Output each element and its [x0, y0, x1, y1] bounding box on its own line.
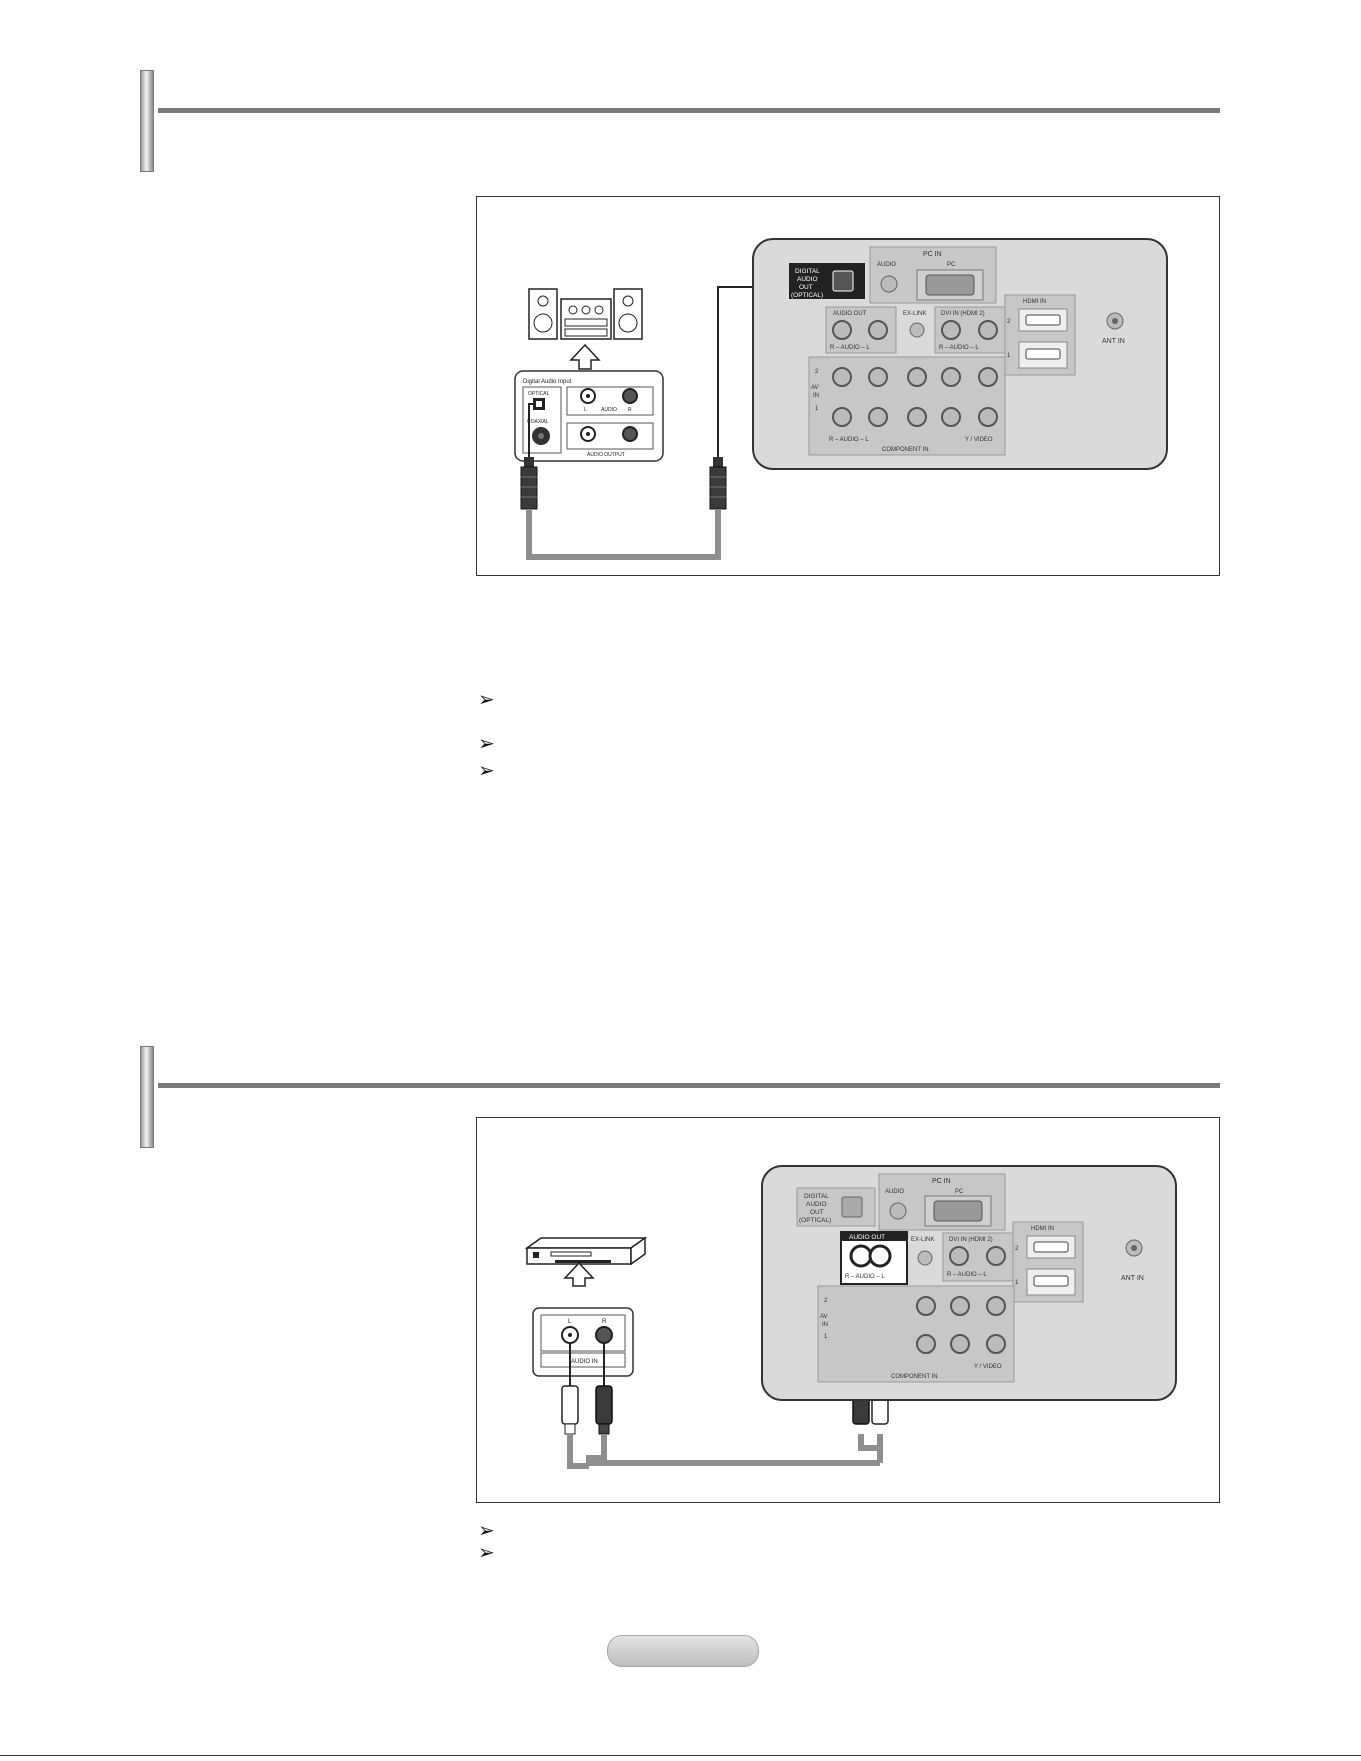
hdmi-1-label: 1 — [1007, 353, 1011, 359]
ex-link-label: EX-LINK — [911, 1237, 934, 1243]
figure-digital-audio-connection: Digital Audio Input OPTICAL COAXIAL L AU… — [476, 196, 1220, 576]
note-arrow-icon: ➢ — [478, 731, 495, 755]
audio-out-label: AUDIO OUT — [849, 1234, 885, 1241]
av-2-label: 2 — [815, 369, 819, 375]
coaxial-label: COAXIAL — [527, 419, 549, 425]
audio-out-lr-label: R – AUDIO – L — [830, 345, 870, 351]
audio-output-label: AUDIO OUTPUT — [587, 452, 625, 458]
amp-l-label: L — [568, 1319, 572, 1325]
amplifier-back-panel: L R AUDIO IN — [532, 1307, 634, 1377]
hdmi-1-label: 1 — [1015, 1280, 1019, 1286]
digital-label: DIGITAL — [795, 268, 820, 275]
digital-audio-input-label: Digital Audio Input — [523, 379, 572, 385]
receiver-audio-label: AUDIO — [601, 407, 617, 413]
note-arrow-icon: ➢ — [478, 758, 495, 782]
in-label: IN — [822, 1322, 828, 1328]
receiver-l-label: L — [584, 407, 587, 413]
hdmi-2-port — [1025, 314, 1061, 326]
out-label: OUT — [799, 284, 813, 291]
dvi-audio-lr-label: R – AUDIO – L — [939, 345, 979, 351]
hdmi-2-port — [1033, 1241, 1069, 1253]
note-arrow-icon: ➢ — [478, 1540, 495, 1564]
receiver-back-panel: Digital Audio Input OPTICAL COAXIAL L AU… — [514, 370, 664, 462]
amp-r-label: R — [602, 1319, 607, 1325]
digital-label: DIGITAL — [804, 1193, 829, 1200]
note-arrow-icon: ➢ — [478, 1518, 495, 1542]
page-number-pill — [607, 1635, 759, 1667]
hdmi-2-label: 2 — [1007, 319, 1011, 325]
ex-link-label: EX-LINK — [903, 311, 926, 317]
tv-back-panel: PC IN AUDIO PC DIGITAL AUDIO OUT (OPTICA… — [761, 1165, 1177, 1401]
pc-in-label: PC IN — [932, 1178, 951, 1185]
av-1-label: 1 — [824, 1334, 828, 1340]
pc-audio-label: AUDIO — [885, 1189, 904, 1195]
ant-in-label: ANT IN — [1121, 1275, 1144, 1282]
dvi-in-label: DVI IN (HDMI 2) — [949, 1237, 993, 1243]
up-arrow-icon — [569, 343, 601, 370]
component-in-label: COMPONENT IN — [891, 1374, 938, 1380]
component-in-label: COMPONENT IN — [882, 447, 929, 453]
note-arrow-icon: ➢ — [478, 687, 495, 711]
up-arrow-icon — [563, 1261, 595, 1287]
pc-label: PC — [947, 262, 956, 268]
hdmi-in-label: HDMI IN — [1023, 299, 1046, 305]
receiver-r-label: R — [628, 407, 632, 413]
vga-port — [925, 274, 975, 296]
amplifier-icon — [524, 1236, 648, 1266]
av-1-label: 1 — [815, 406, 819, 412]
amplifier-diagram: L R AUDIO IN — [524, 1165, 1177, 1469]
vga-port — [933, 1200, 983, 1222]
section-2-marker — [140, 1046, 154, 1148]
rca-audio-cable — [561, 1238, 889, 1469]
section-1-rule — [158, 108, 1220, 113]
video-label: Y / VIDEO — [974, 1364, 1002, 1370]
section-2-rule — [158, 1083, 1220, 1088]
audio-out-label: AUDIO OUT — [833, 311, 867, 317]
audio-system-icon — [528, 288, 643, 340]
optical-label: OPTICAL — [528, 391, 550, 397]
out-label: OUT — [810, 1209, 824, 1216]
dvi-audio-lr-label: R – AUDIO – L — [947, 1272, 987, 1278]
optical-out-port — [832, 270, 854, 292]
section-1-marker — [140, 70, 154, 172]
pc-audio-port — [880, 275, 898, 293]
av-label: AV — [811, 385, 819, 391]
ant-in-label: ANT IN — [1102, 338, 1125, 345]
hdmi-1-port — [1033, 1275, 1069, 1287]
hdmi-1-port — [1025, 348, 1061, 360]
av-label: AV — [820, 1314, 828, 1320]
figure-amplifier-connection: L R AUDIO IN — [476, 1117, 1220, 1503]
bottom-rule — [0, 1755, 1361, 1756]
audio-label: AUDIO — [806, 1201, 827, 1208]
pc-audio-label: AUDIO — [877, 262, 896, 268]
hdmi-in-label: HDMI IN — [1031, 1226, 1054, 1232]
hdmi-2-label: 2 — [1015, 1246, 1019, 1252]
av-audio-lr-label: R – AUDIO – L — [829, 437, 869, 443]
optical-label-tv: (OPTICAL) — [791, 292, 823, 299]
pc-label: PC — [955, 1189, 964, 1195]
audio-label: AUDIO — [797, 276, 818, 283]
video-label: Y / VIDEO — [965, 437, 993, 443]
dvi-in-label: DVI IN (HDMI 2) — [941, 311, 985, 317]
pc-audio-port — [889, 1202, 907, 1220]
digital-audio-diagram: Digital Audio Input OPTICAL COAXIAL L AU… — [514, 238, 1168, 560]
audio-out-lr-label: R – AUDIO – L — [845, 1274, 885, 1280]
audio-in-label: AUDIO IN — [571, 1359, 598, 1365]
pc-in-label: PC IN — [923, 251, 942, 258]
av-2-label: 2 — [824, 1298, 828, 1304]
optical-label-tv: (OPTICAL) — [799, 1217, 831, 1224]
tv-back-panel: PC IN AUDIO PC DIGITAL AUDIO OUT (OPTICA… — [752, 238, 1168, 470]
in-label: IN — [813, 393, 819, 399]
optical-out-port — [841, 1196, 863, 1218]
